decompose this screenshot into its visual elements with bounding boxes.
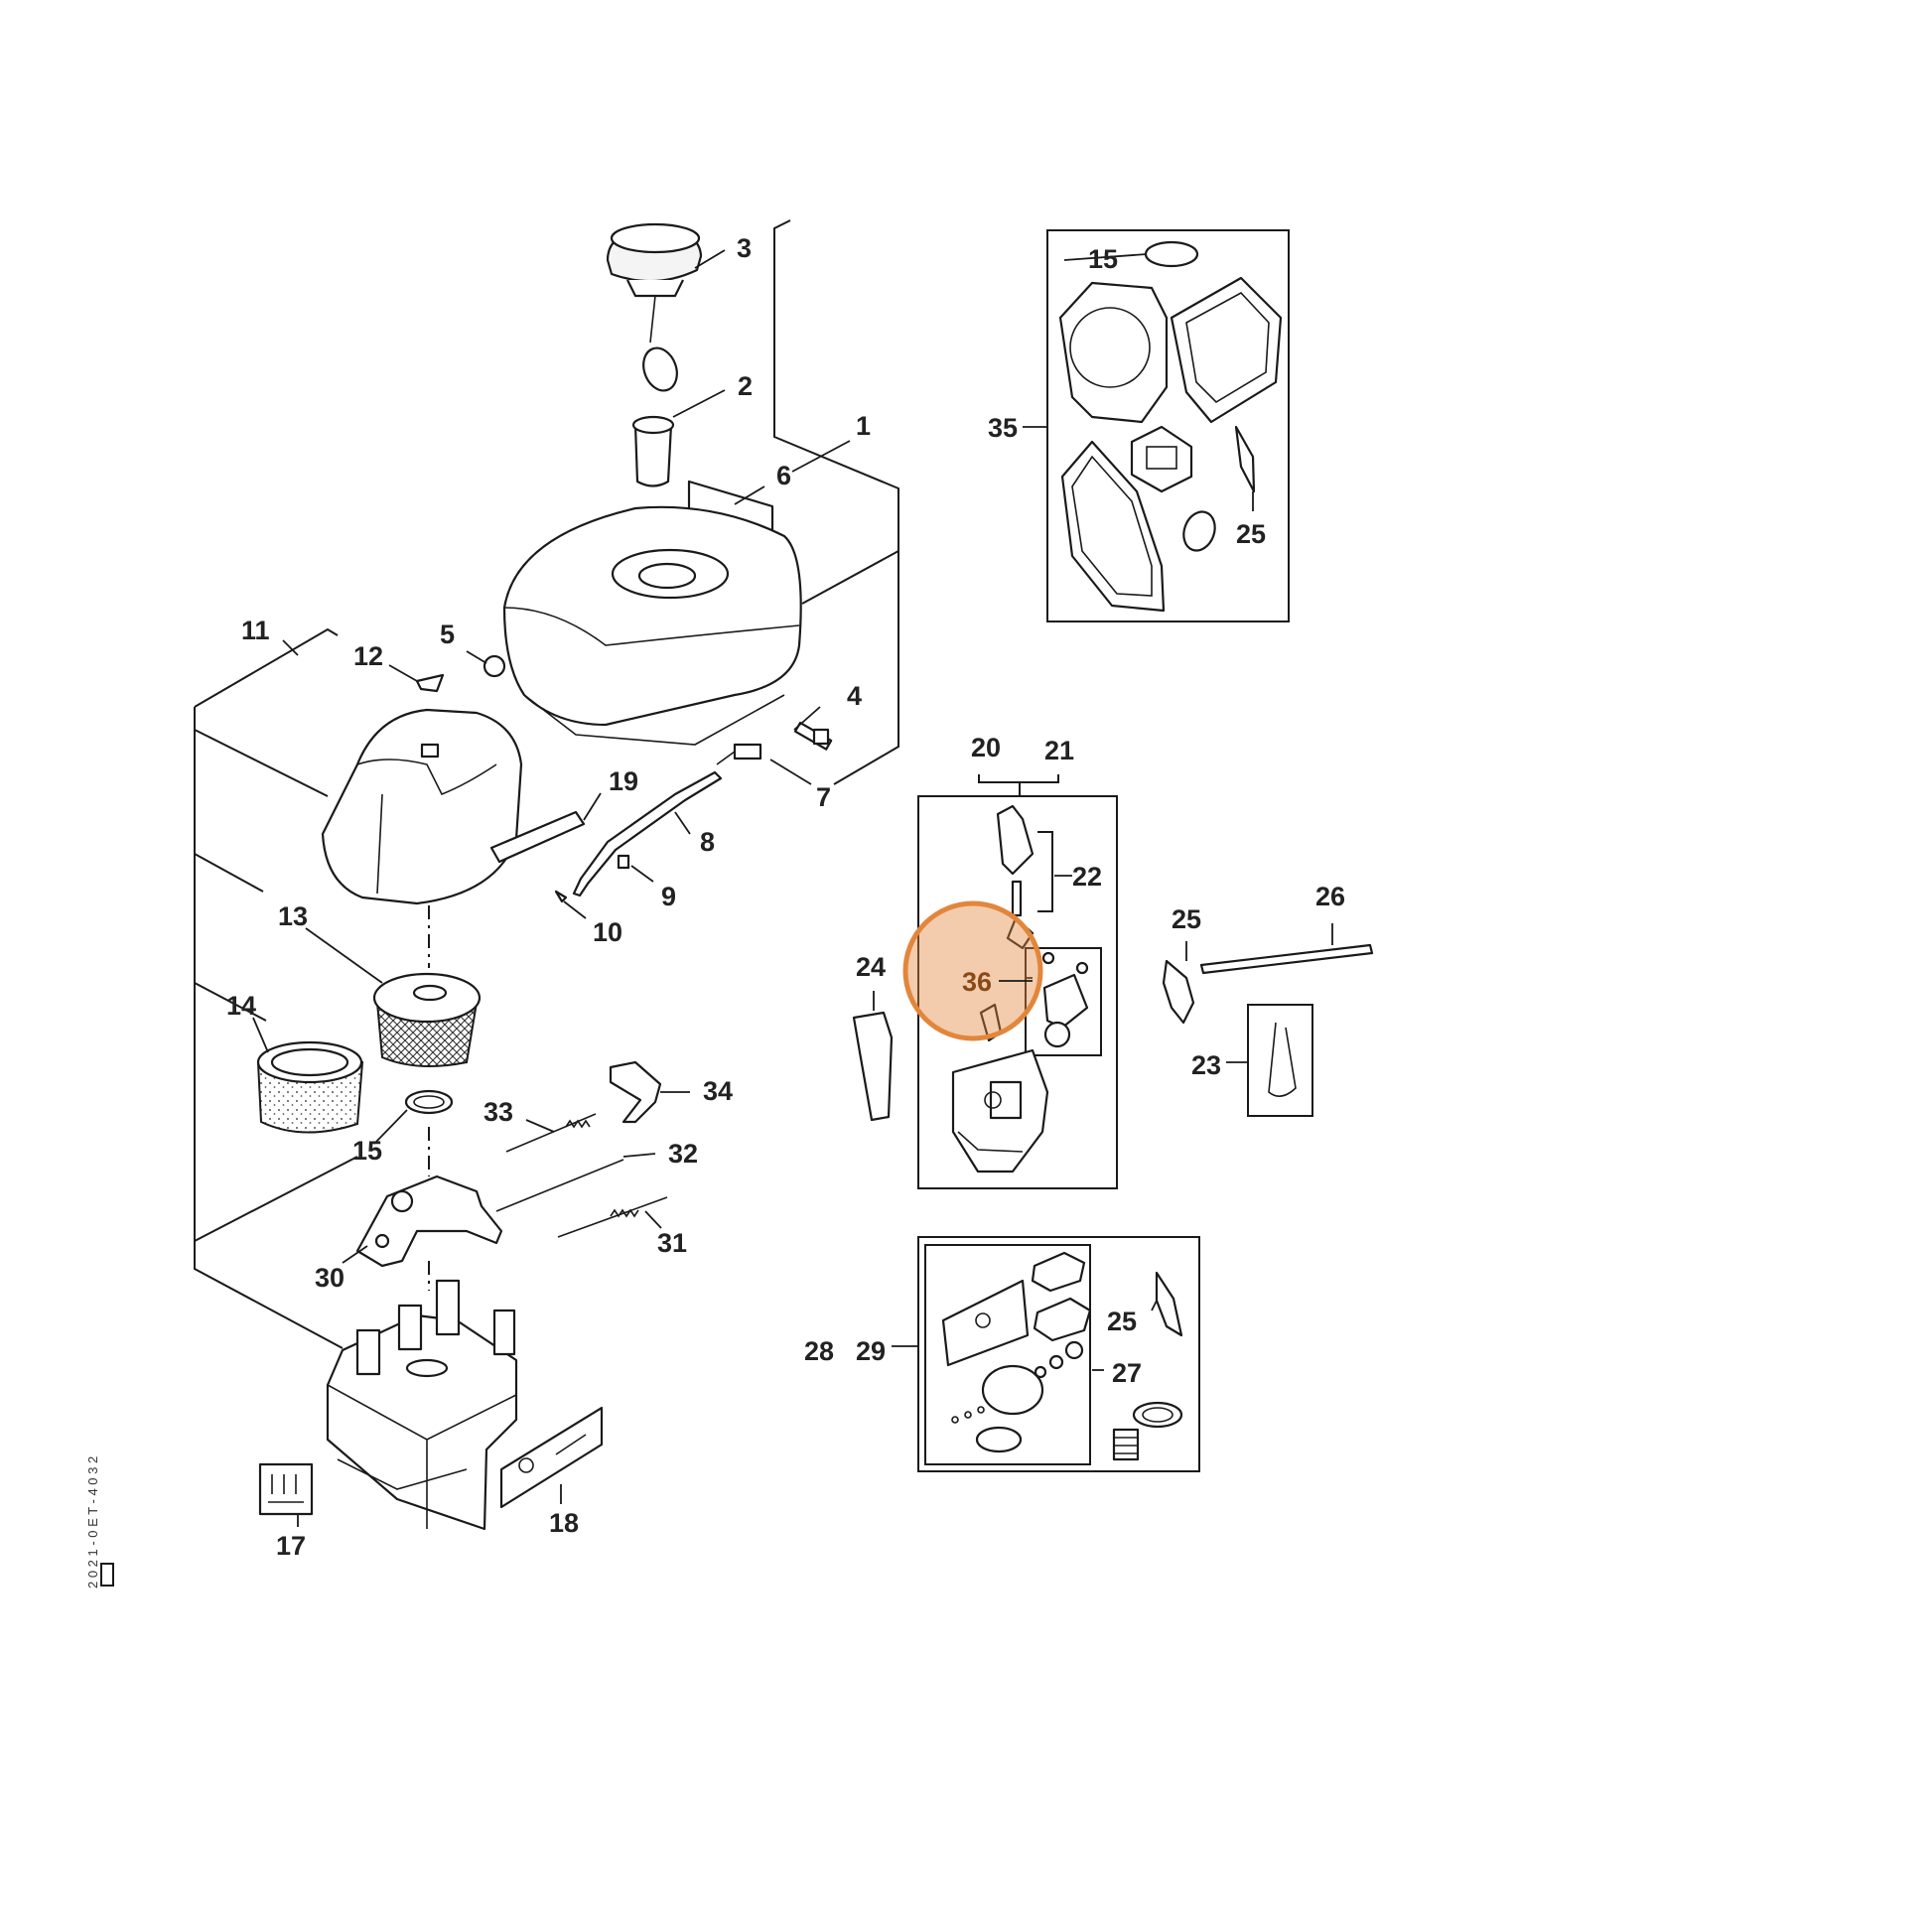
callout-4[interactable]: 4 — [847, 681, 862, 711]
callout-21[interactable]: 21 — [1044, 736, 1074, 765]
callout-13[interactable]: 13 — [278, 901, 308, 931]
drawing-code: 2 0 2 1 - 0 E T - 4 0 3 2 — [85, 1456, 100, 1588]
callout-7[interactable]: 7 — [816, 782, 831, 812]
callout-27[interactable]: 27 — [1112, 1358, 1142, 1388]
leader-lines — [252, 249, 1333, 1527]
callout-25-kit[interactable]: 25 — [1107, 1307, 1137, 1336]
callout-35[interactable]: 35 — [988, 413, 1018, 443]
fuel-line-icon — [572, 770, 723, 897]
instruction-label-icon — [499, 1406, 604, 1509]
callout-6[interactable]: 6 — [776, 461, 791, 490]
fuel-valve-icon — [716, 743, 762, 765]
callout-30[interactable]: 30 — [315, 1263, 345, 1293]
highlight-circle — [902, 900, 1043, 1041]
warning-label-icon — [258, 1462, 314, 1516]
callout-20[interactable]: 20 — [971, 733, 1001, 762]
throttle-control-icon — [355, 1174, 503, 1268]
callout-2[interactable]: 2 — [738, 371, 753, 401]
o-ring-icon — [404, 1089, 454, 1115]
hose-clamp-icon — [617, 854, 630, 870]
callout-10[interactable]: 10 — [593, 917, 622, 947]
clip-icon — [415, 673, 445, 693]
callout-5[interactable]: 5 — [440, 620, 455, 649]
callout-34[interactable]: 34 — [703, 1076, 733, 1106]
callout-3[interactable]: 3 — [737, 233, 752, 263]
callout-11[interactable]: 11 — [241, 616, 270, 645]
callout-8[interactable]: 8 — [700, 827, 715, 857]
nut-icon — [483, 654, 506, 678]
gasket-set-icon — [1058, 240, 1283, 613]
callout-29[interactable]: 29 — [856, 1336, 886, 1366]
callout-19[interactable]: 19 — [609, 766, 638, 796]
callout-15-lower[interactable]: 15 — [352, 1136, 382, 1166]
callout-17[interactable]: 17 — [276, 1531, 306, 1561]
choke-lever-icon — [852, 1011, 894, 1122]
callout-15-upper[interactable]: 15 — [1088, 244, 1118, 274]
part-illustrations — [256, 222, 1374, 1531]
stud-bolt-icon — [1199, 943, 1374, 975]
callout-14[interactable]: 14 — [226, 991, 256, 1021]
callout-22[interactable]: 22 — [1072, 862, 1102, 892]
callout-23[interactable]: 23 — [1191, 1050, 1221, 1080]
fuel-tank-icon — [502, 505, 802, 746]
callout-28[interactable]: 28 — [804, 1336, 834, 1366]
insulator-gasket-icon — [1162, 959, 1195, 1025]
fuel-strainer-icon — [631, 415, 675, 487]
callout-31[interactable]: 31 — [657, 1228, 687, 1258]
fuel-cap-icon — [606, 222, 703, 392]
callout-33[interactable]: 33 — [483, 1097, 513, 1127]
callout-32[interactable]: 32 — [668, 1139, 698, 1169]
callout-25-carb[interactable]: 25 — [1172, 904, 1201, 934]
carburetor-icon — [951, 804, 1089, 1173]
air-cleaner-cover-icon — [321, 708, 523, 905]
governor-springs-icon — [495, 1113, 668, 1238]
control-bracket-icon — [609, 1060, 662, 1124]
bolt-icon — [793, 721, 833, 751]
callout-25-gasket-box[interactable]: 25 — [1236, 519, 1266, 549]
gasket-strip-icon — [489, 810, 586, 864]
drawing-code-box — [100, 1563, 114, 1587]
callout-18[interactable]: 18 — [549, 1508, 579, 1538]
assembly-frames — [194, 219, 1313, 1472]
pin-icon — [554, 890, 568, 903]
callout-26[interactable]: 26 — [1315, 882, 1345, 911]
callout-12[interactable]: 12 — [353, 641, 383, 671]
wire-clip-icon — [1268, 1022, 1297, 1097]
callout-36-highlighted[interactable]: 36 — [962, 967, 992, 997]
foam-prefilter-icon — [256, 1040, 364, 1134]
callout-9[interactable]: 9 — [661, 882, 676, 911]
engine-block-icon — [326, 1279, 518, 1531]
air-filter-element-icon — [372, 972, 482, 1067]
callout-1[interactable]: 1 — [856, 411, 871, 441]
carb-repair-kit-icon — [941, 1251, 1183, 1461]
callout-labels: 1 2 3 4 5 6 7 8 9 10 11 12 13 14 15 15 1… — [226, 233, 1345, 1561]
callout-24[interactable]: 24 — [856, 952, 886, 982]
